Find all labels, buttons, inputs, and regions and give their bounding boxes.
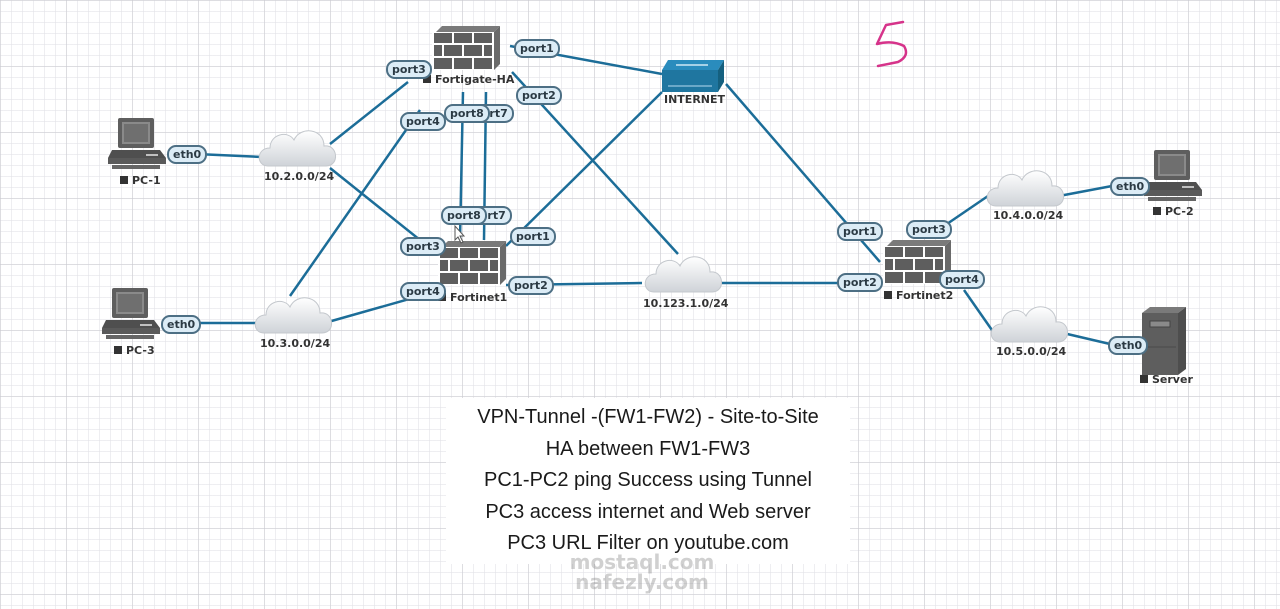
mouse-cursor-icon	[454, 224, 466, 244]
note-line: HA between FW1-FW3	[545, 437, 751, 460]
cloud-net-10-4[interactable]	[986, 170, 1065, 207]
status-square-icon	[120, 176, 128, 184]
link-net102-fortigateha	[329, 81, 409, 145]
pc-icon-pc1[interactable]	[108, 118, 166, 169]
fortinet2-label: Fortinet2	[896, 289, 954, 302]
node-label-pc1: PC-1	[120, 174, 161, 187]
port-pc3-eth0[interactable]: eth0	[161, 315, 202, 334]
link-net104-pc2	[1058, 184, 1113, 198]
port-fortigate-ha-port1[interactable]: port1	[514, 39, 560, 58]
firewall-icon-fortinet1[interactable]	[438, 241, 506, 285]
port-fortinet2-port4[interactable]: port4	[939, 270, 985, 289]
port-fortinet2-port2[interactable]: port2	[837, 273, 883, 292]
node-label-fortinet2: Fortinet2	[884, 289, 953, 302]
link-fortinet2-net105	[962, 289, 996, 334]
link-net103-fortigateha	[288, 109, 422, 297]
note-line: PC3 access internet and Web server	[485, 500, 811, 523]
network-label-10-4: 10.4.0.0/24	[993, 209, 1064, 222]
port-server-eth0[interactable]: eth0	[1108, 336, 1149, 355]
status-square-icon	[423, 75, 431, 83]
pc1-label: PC-1	[132, 174, 161, 187]
note-line: PC1-PC2 ping Success using Tunnel	[484, 469, 812, 491]
port-fortinet1-port1[interactable]: port1	[510, 227, 556, 246]
server-icon[interactable]	[1142, 307, 1186, 375]
cloud-net-10-2[interactable]	[258, 130, 337, 167]
port-fortigate-ha-port3[interactable]: port3	[386, 60, 432, 79]
port-fortigate-ha-port8[interactable]: port8	[444, 104, 490, 123]
watermark-line: nafezly.com	[575, 570, 709, 594]
pc-icon-pc3[interactable]	[102, 288, 160, 339]
port-fortinet2-port3[interactable]: port3	[906, 220, 952, 239]
annotation-five	[875, 20, 908, 68]
port-pc2-eth0[interactable]: eth0	[1110, 177, 1151, 196]
switch-icon-internet[interactable]	[662, 60, 724, 92]
internet-label: INTERNET	[664, 93, 726, 106]
cloud-net-10-123[interactable]	[644, 256, 723, 293]
status-square-icon	[1140, 375, 1148, 383]
node-label-fortinet1: Fortinet1	[438, 291, 507, 304]
network-label-10-2: 10.2.0.0/24	[264, 170, 335, 183]
port-fortigate-ha-port2[interactable]: port2	[516, 86, 562, 105]
node-label-pc3: PC-3	[114, 344, 155, 357]
link-net105-server	[1062, 331, 1111, 346]
watermark: mostaql.com nafezly.com	[562, 552, 722, 592]
status-square-icon	[114, 346, 122, 354]
note-line: VPN-Tunnel -(FW1-FW2) - Site-to-Site	[477, 406, 819, 428]
port-fortinet1-port3[interactable]: port3	[400, 237, 446, 256]
network-label-10-5: 10.5.0.0/24	[996, 345, 1067, 358]
network-label-10-123: 10.123.1.0/24	[643, 297, 729, 310]
port-fortinet1-port2[interactable]: port2	[508, 276, 554, 295]
node-label-fortigate-ha: Fortigate-HA	[423, 73, 514, 86]
fortigate-ha-label: Fortigate-HA	[435, 73, 515, 86]
node-label-pc2: PC-2	[1153, 205, 1194, 218]
status-square-icon	[884, 291, 892, 299]
port-fortigate-ha-port4[interactable]: port4	[400, 112, 446, 131]
port-fortinet1-port8[interactable]: port8	[441, 206, 487, 225]
link-fortinet1-internet	[505, 91, 663, 247]
notes-box: VPN-Tunnel -(FW1-FW2) - Site-to-Site HA …	[446, 398, 850, 564]
port-pc1-eth0[interactable]: eth0	[167, 145, 208, 164]
cloud-net-10-3[interactable]	[254, 297, 333, 334]
network-label-10-3: 10.3.0.0/24	[260, 337, 331, 350]
cloud-net-10-5[interactable]	[990, 306, 1069, 343]
note-line: PC3 URL Filter on youtube.com	[507, 532, 789, 554]
server-label: Server	[1152, 373, 1193, 386]
node-label-server: Server	[1140, 373, 1193, 386]
port-fortinet1-port4[interactable]: port4	[400, 282, 446, 301]
pc-icon-pc2[interactable]	[1144, 150, 1202, 201]
node-label-internet: INTERNET	[664, 93, 725, 106]
watermark-line: mostaql.com	[569, 550, 715, 574]
port-fortinet2-port1[interactable]: port1	[837, 222, 883, 241]
firewall-icon-fortigate-ha[interactable]	[432, 26, 500, 70]
status-square-icon	[1153, 207, 1161, 215]
fortinet1-label: Fortinet1	[450, 291, 508, 304]
pc2-label: PC-2	[1165, 205, 1194, 218]
link-fortinet2-net104	[943, 194, 989, 228]
pc3-label: PC-3	[126, 344, 155, 357]
